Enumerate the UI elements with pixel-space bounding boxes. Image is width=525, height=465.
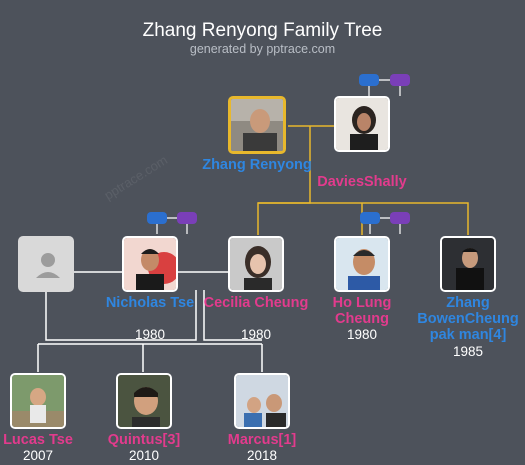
birth-year: 1980 <box>240 327 272 342</box>
avatar-quintus[interactable] <box>116 373 172 429</box>
birth-year: 1980 <box>134 327 166 342</box>
marriage-pill-purple-2[interactable] <box>177 212 197 224</box>
portrait-image <box>442 238 494 290</box>
portrait-image <box>231 99 283 151</box>
birth-year: 2010 <box>128 448 160 463</box>
portrait-image <box>230 238 282 290</box>
birth-year: 1985 <box>452 344 484 359</box>
portrait-image <box>236 375 288 427</box>
avatar-nicholas-tse[interactable] <box>122 236 178 292</box>
portrait-image <box>336 238 388 290</box>
portrait-image <box>118 375 170 427</box>
avatar-lucas-tse[interactable] <box>10 373 66 429</box>
person-name[interactable]: Marcus[1] <box>227 432 297 448</box>
person-name[interactable]: DaviesShally <box>317 174 407 190</box>
person-name[interactable]: Zhang Renyong <box>202 157 312 173</box>
avatar-marcus[interactable] <box>234 373 290 429</box>
portrait-image <box>124 238 176 290</box>
avatar-placeholder[interactable] <box>18 236 74 292</box>
person-name[interactable]: Quintus[3] <box>107 432 181 448</box>
avatar-ho-lung-cheung[interactable] <box>334 236 390 292</box>
left-couple-stem <box>45 290 197 341</box>
portrait-image <box>12 375 64 427</box>
person-icon <box>36 253 60 278</box>
birth-year: 2007 <box>22 448 54 463</box>
avatar-zhang-renyong[interactable] <box>228 96 286 154</box>
person-name[interactable]: Ho Lung Cheung <box>332 295 392 327</box>
person-name[interactable]: Nicholas Tse <box>105 295 195 311</box>
portrait-image <box>336 98 388 150</box>
page-title: Zhang Renyong Family Tree <box>142 20 383 41</box>
marriage-pill-purple[interactable] <box>390 74 410 86</box>
marriage-pill-blue-3[interactable] <box>360 212 380 224</box>
marriage-pill-blue[interactable] <box>359 74 379 86</box>
avatar-davies-shally[interactable] <box>334 96 390 152</box>
top-children-bar <box>258 202 469 235</box>
avatar-zhang-bowen[interactable] <box>440 236 496 292</box>
marriage-pill-blue-2[interactable] <box>147 212 167 224</box>
person-name[interactable]: Lucas Tse <box>3 432 73 448</box>
person-name[interactable]: Zhang BowenCheung pak man[4] <box>417 295 519 343</box>
avatar-cecilia-cheung[interactable] <box>228 236 284 292</box>
person-name[interactable]: Cecilia Cheung <box>203 295 309 311</box>
birth-year: 2018 <box>246 448 278 463</box>
right-couple-stem <box>203 290 262 341</box>
marriage-pill-purple-3[interactable] <box>390 212 410 224</box>
page-subtitle: generated by pptrace.com <box>189 42 336 56</box>
birth-year: 1980 <box>346 327 378 342</box>
